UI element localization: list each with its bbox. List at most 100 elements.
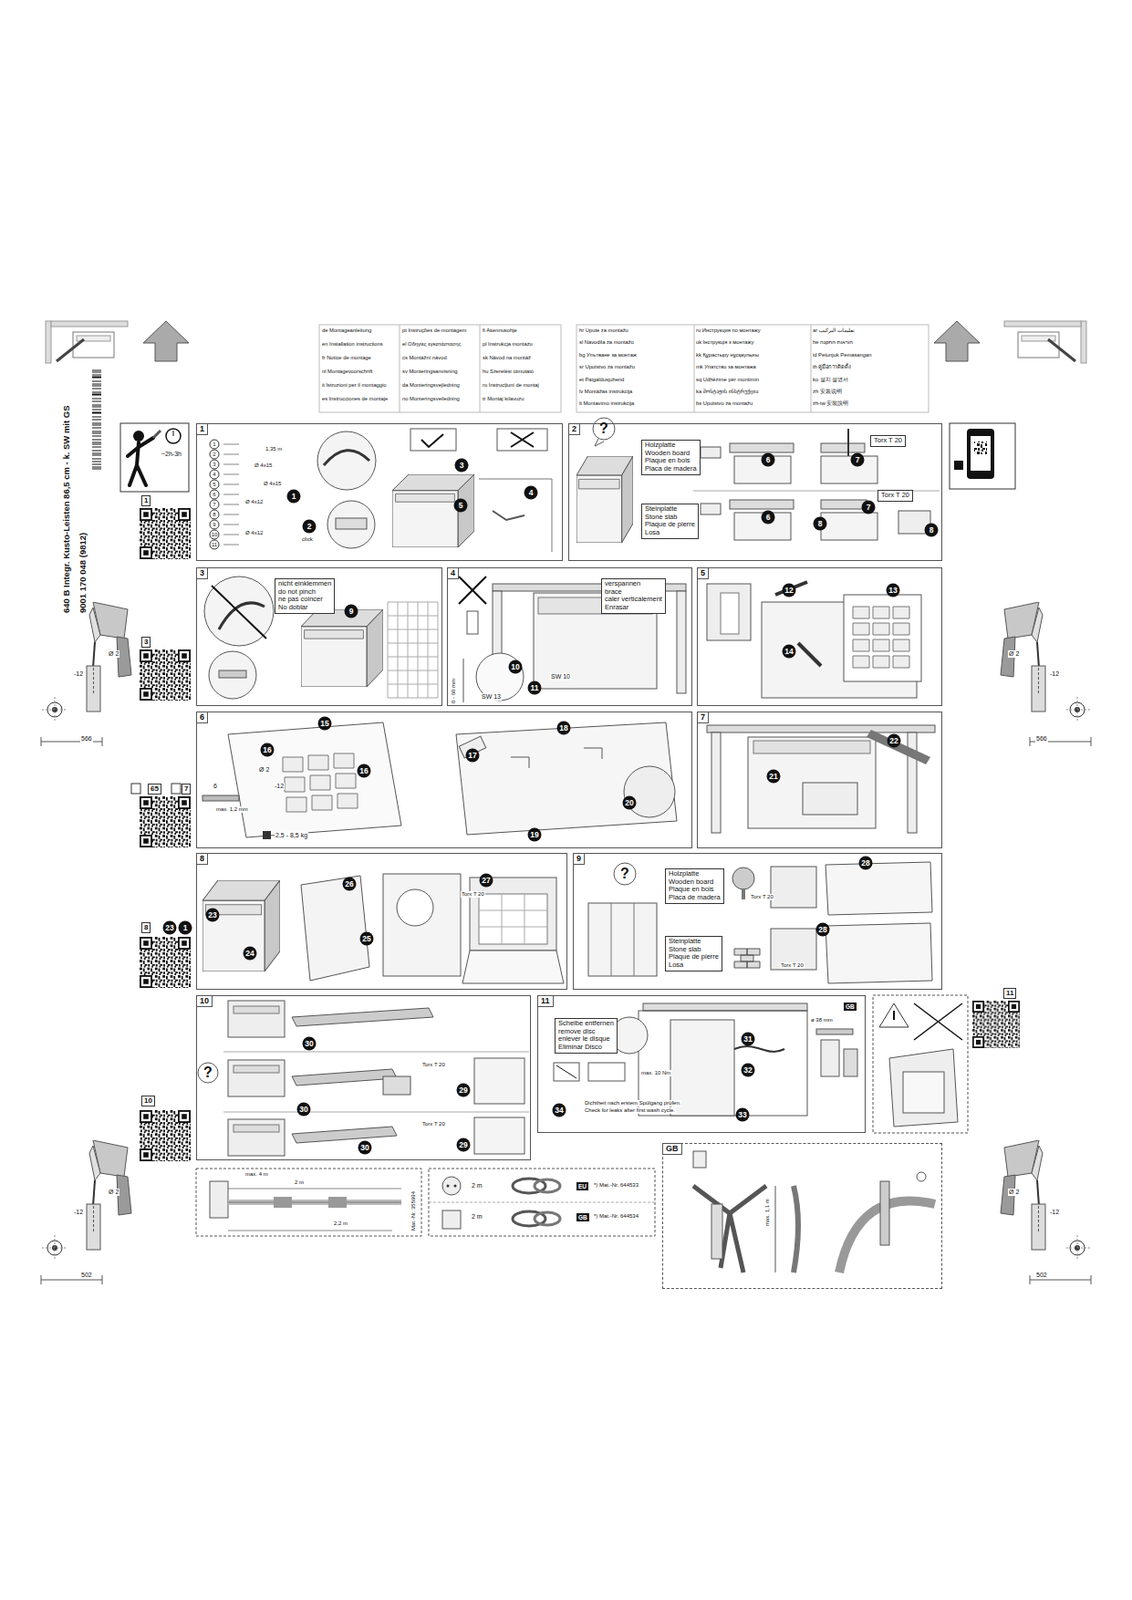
sketch-use (972, 1000, 1020, 1049)
sketch-path (282, 753, 358, 812)
language-heading: tr Montaj kılavuzu (482, 395, 560, 402)
sketch-line (228, 1230, 393, 1232)
sketch-rect (820, 499, 867, 509)
sketch-rect (209, 1181, 229, 1218)
box-text: Losa (668, 961, 719, 970)
sketch-rect (467, 611, 478, 634)
sketch-polygon (934, 321, 980, 362)
dimension-text: -12 (1048, 1208, 1060, 1216)
sketch-rect (843, 594, 922, 682)
box-text: Steinplatte (644, 505, 696, 514)
callout-number: 28 (816, 923, 831, 937)
sketch-rect (949, 423, 1016, 489)
sketch-rect (228, 1059, 285, 1097)
sketch-rect (218, 670, 247, 678)
sketch-path (153, 430, 161, 438)
sketch-line (56, 339, 84, 362)
label-box: verspannenbracecaler verticalementEnrasa… (601, 578, 666, 614)
sketch-line (893, 1010, 895, 1020)
box-text: Placa de madera (644, 465, 697, 474)
sketch-rect (741, 888, 746, 900)
callout-number: 23 (206, 908, 220, 923)
panel-4-art (458, 576, 686, 703)
panel-2-art (576, 417, 940, 543)
sketch-path (594, 438, 604, 447)
small-text: Ø 4x15 (262, 480, 282, 488)
callout-number: 19 (528, 828, 542, 842)
rotated-text: Mat.-Nr. 355994 (410, 1190, 417, 1232)
small-text: Check for leaks after first wash cycle. (583, 1107, 676, 1114)
sketch-rect (676, 591, 686, 694)
language-heading: et Paigaldusjuhend (579, 376, 693, 383)
sketch-polygon (825, 861, 933, 915)
box-text: nicht einklemmen (278, 580, 332, 589)
sketch-line (399, 324, 401, 413)
sketch-rect (770, 866, 817, 908)
dimension-text: -12 (72, 670, 84, 678)
callout-number: 3 (455, 458, 469, 473)
step-number: 5 (696, 567, 709, 580)
small-text: Dichtheit nach erstem Spülgang prüfen. (583, 1100, 682, 1107)
language-heading: ka მონტაჟის ინსტრუქცია (695, 388, 810, 395)
step-number: 1 (196, 423, 208, 436)
step-number: GB (662, 1142, 683, 1155)
sketch-line (463, 658, 465, 703)
dimension-text: Ø 2 (1007, 650, 1020, 658)
step-panel: 10 (196, 995, 531, 1161)
sketch-path (421, 434, 444, 447)
box-text: Losa (644, 529, 696, 538)
sketch-rect (171, 783, 181, 794)
dimension-text: 566 (80, 735, 94, 743)
step-panel: 5 (696, 567, 943, 707)
label-box: Scheibe entfernenremove discenlever le d… (554, 1017, 618, 1054)
callout-number: 32 (741, 1063, 756, 1078)
callout-number: 24 (243, 946, 258, 961)
sketch-rect (553, 1062, 580, 1081)
step-panel: 2HolzplatteWooden boardPlaque en boisPla… (568, 423, 943, 561)
sketch-path (92, 370, 102, 469)
sketch-rect (872, 995, 968, 1133)
language-heading: no Monteringsveiledning (402, 395, 479, 402)
sketch-rect (131, 783, 141, 794)
sketch-line (798, 643, 821, 666)
sketch-rect (383, 1076, 411, 1095)
language-heading: sk Návod na montáž (482, 354, 560, 361)
sketch-rect (262, 830, 271, 840)
language-heading: bg Упътване за монтаж (579, 352, 693, 358)
sketch-use (41, 1140, 132, 1259)
dimension-text: 502 (80, 1271, 94, 1279)
step-panel: 4verspannenbracecaler verticalementEnras… (446, 567, 693, 707)
gb-box-art (693, 1151, 935, 1273)
callout-number: 11 (528, 681, 542, 696)
sketch-path (41, 1275, 103, 1285)
sketch-rect (706, 583, 751, 641)
sketch-rect (843, 1048, 858, 1077)
language-heading: it Istruzioni per il montaggio (321, 382, 399, 388)
callout-number: 29 (456, 1083, 471, 1098)
drill-icons (41, 602, 1091, 1285)
sketch-rect (970, 436, 991, 471)
sketch-rect (588, 903, 657, 977)
small-text: *) Mat.-Nr. 644533 (592, 1182, 640, 1189)
label-box: nicht einklemmendo not pinchne pas coinc… (274, 578, 335, 614)
callout-number: 4 (524, 486, 539, 500)
language-heading: fi Asennusohje (482, 327, 560, 333)
callout-number: 20 (623, 796, 637, 811)
sketch-path (458, 576, 487, 604)
sketch-circle (317, 431, 376, 490)
part-number: 2 (209, 449, 220, 460)
sketch-rect (474, 1117, 525, 1154)
panel-11-art (553, 1003, 858, 1116)
small-text: ø 38 mm (810, 1017, 834, 1024)
language-heading: ar تعليمات التركيب (812, 327, 926, 333)
language-heading: sv Monteringsanvisning (402, 368, 479, 374)
sketch-rect (747, 737, 876, 829)
box-text: Scheibe entfernen (558, 1019, 614, 1029)
sketch-rect (478, 893, 548, 945)
small-text: Torx T 20 (421, 1121, 447, 1128)
label-box: Torx T 20 (877, 489, 914, 502)
callout-number: 33 (736, 1108, 750, 1122)
sketch-circle (133, 430, 145, 442)
sketch-path (510, 747, 603, 769)
